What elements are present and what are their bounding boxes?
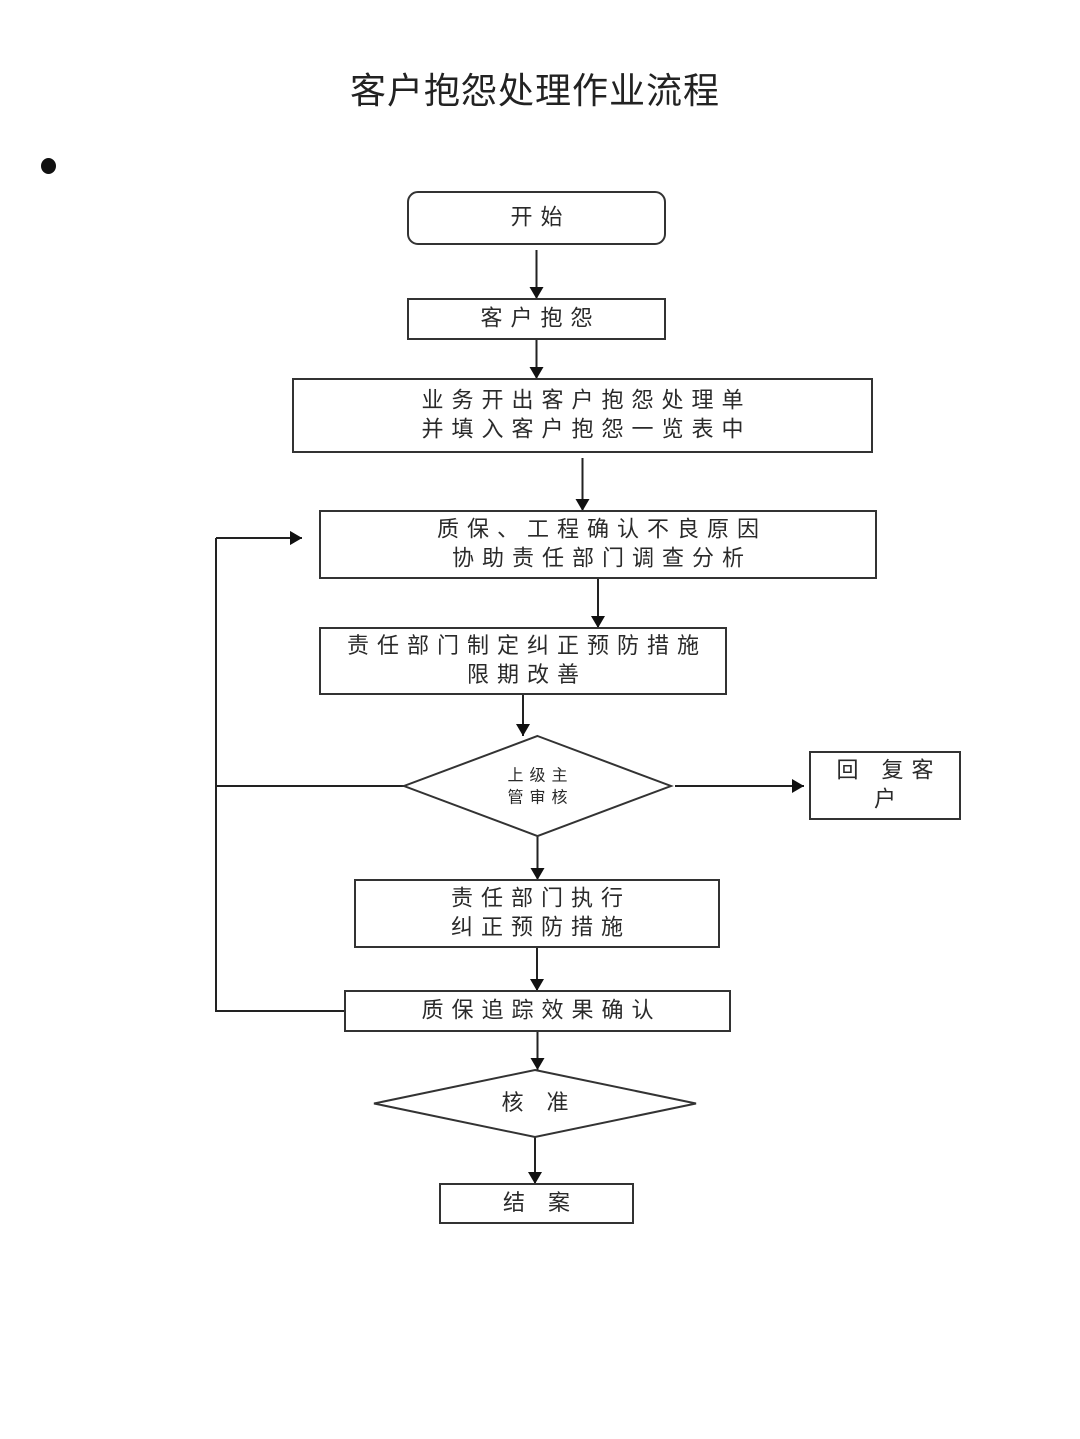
edge-track-effect-to-approve xyxy=(530,1031,545,1070)
edge-execute-measures-to-track-effect xyxy=(530,947,544,991)
node-label: 质保、工程确认不良原因 xyxy=(437,518,767,543)
node-track-effect: 质保追踪效果确认 xyxy=(344,990,731,1032)
node-label: 质保追踪效果确认 xyxy=(421,999,661,1024)
process-box xyxy=(407,298,666,340)
arrowhead xyxy=(529,287,544,299)
node-label: 责任部门制定纠正预防措施 xyxy=(347,634,707,659)
node-label: 责任部门执行 xyxy=(451,887,631,912)
node-label: 纠正预防措施 xyxy=(451,916,631,941)
edge-issue-form-to-confirm-cause xyxy=(575,458,590,511)
process-box xyxy=(292,378,873,453)
edge-supervisor-review-to-execute-measures xyxy=(530,836,545,880)
page-title: 客户抱怨处理作业流程 xyxy=(349,71,720,112)
node-label: 回 复客 xyxy=(837,759,942,784)
process-box xyxy=(439,1183,634,1224)
decision-diamond xyxy=(373,1068,697,1139)
arrowhead xyxy=(575,499,590,511)
loop-line xyxy=(215,538,345,1012)
arrowhead xyxy=(530,1058,545,1070)
terminal-box xyxy=(407,191,666,245)
node-reply-customer: 回 复客户 xyxy=(809,751,961,820)
edge-confirm-cause-to-define-measures xyxy=(591,578,605,628)
node-complaint: 客户抱怨 xyxy=(407,298,666,340)
bullet-icon xyxy=(41,158,56,174)
nodes-layer: 开始客户抱怨业务开出客户抱怨处理单并填入客户抱怨一览表中质保、工程确认不良原因协… xyxy=(292,191,961,1224)
edge-supervisor-review-to-reply-customer xyxy=(675,779,804,793)
node-label: 并填入客户抱怨一览表中 xyxy=(421,418,751,443)
node-label: 协助责任部门调查分析 xyxy=(452,547,752,572)
edges-layer xyxy=(215,250,804,1184)
edge-complaint-to-issue-form xyxy=(529,339,544,379)
node-label: 开始 xyxy=(510,206,570,231)
edge-approve-to-close-case xyxy=(528,1137,542,1184)
arrowhead xyxy=(516,724,530,736)
node-approve: 核 准 xyxy=(373,1068,697,1139)
arrowhead xyxy=(591,616,605,628)
process-box xyxy=(809,751,961,820)
arrowhead xyxy=(529,367,544,379)
arrowhead xyxy=(528,1172,542,1184)
arrowhead xyxy=(530,979,544,991)
node-label: 限期改善 xyxy=(467,663,587,688)
node-label: 结 案 xyxy=(503,1191,578,1216)
node-label: 管审核 xyxy=(507,788,573,807)
node-label: 户 xyxy=(874,788,904,813)
process-box xyxy=(354,879,720,948)
decision-diamond xyxy=(401,734,674,838)
edge-define-measures-to-supervisor-review xyxy=(516,694,530,736)
edge-track-effect-to-confirm-cause xyxy=(215,531,345,1012)
node-close-case: 结 案 xyxy=(439,1183,634,1224)
arrowhead xyxy=(530,868,545,880)
arrowhead xyxy=(792,779,804,793)
arrowhead xyxy=(290,531,302,545)
edge-start-to-complaint xyxy=(529,250,544,299)
node-label: 客户抱怨 xyxy=(480,307,600,332)
node-label: 业务开出客户抱怨处理单 xyxy=(421,389,751,414)
node-label: 上级主 xyxy=(507,766,573,785)
process-box xyxy=(319,510,877,579)
process-box xyxy=(344,990,731,1032)
node-label: 核 准 xyxy=(502,1091,577,1116)
node-start: 开始 xyxy=(407,191,666,245)
process-box xyxy=(319,627,727,695)
